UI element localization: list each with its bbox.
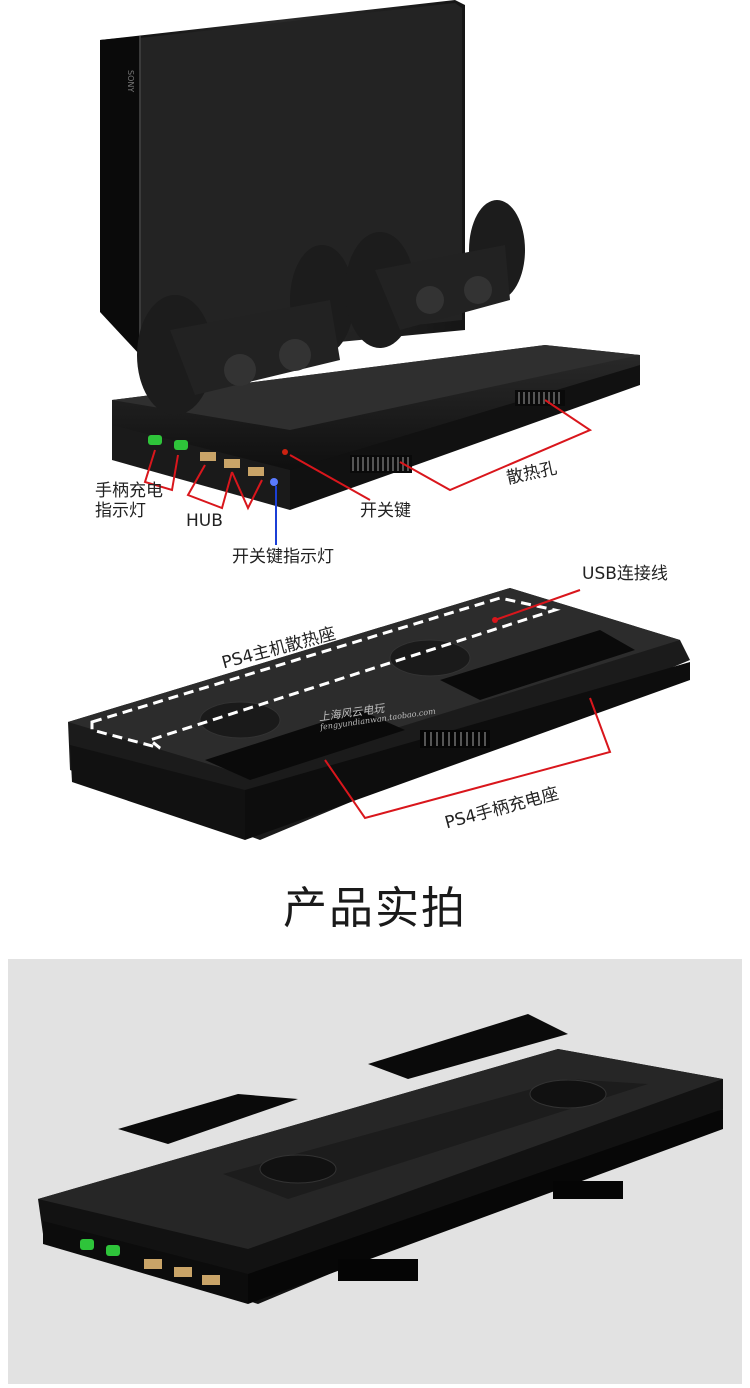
label-hub: HUB <box>186 511 223 531</box>
power-led <box>270 478 278 486</box>
usb-cable-marker <box>492 617 498 623</box>
label-controller-light: 手柄充电 指示灯 <box>95 481 163 521</box>
callout-lines-stand <box>324 589 612 820</box>
label-power-key: 开关键 <box>360 501 411 521</box>
stand-body <box>68 588 690 840</box>
controller-right <box>345 200 525 348</box>
console-brand-text: SONY <box>126 70 135 92</box>
label-controller-light-line2: 指示灯 <box>95 500 146 521</box>
cooling-stand-base <box>112 345 640 510</box>
usb-port-3 <box>248 467 264 476</box>
usb-port-2 <box>224 459 240 468</box>
product-photo-console-with-stand: SONY <box>100 0 640 545</box>
callout-lines <box>143 399 593 511</box>
power-button <box>282 449 288 455</box>
product-photo-real-shot <box>8 959 742 1384</box>
controller-led-1 <box>148 435 162 445</box>
real-shot-stand <box>38 1014 723 1304</box>
section-title: 产品实拍 <box>283 883 467 934</box>
label-power-key-light: 开关键指示灯 <box>232 547 334 567</box>
label-usb-cable: USB连接线 <box>582 564 668 584</box>
vent-grille-side <box>515 390 565 406</box>
controller-left <box>137 245 354 415</box>
vent-grille-front <box>350 455 412 473</box>
product-photo-stand-empty <box>68 588 690 840</box>
vent-grille-stand <box>424 732 486 746</box>
label-controller-light-line1: 手柄充电 <box>95 481 163 501</box>
controller-led-2 <box>174 440 188 450</box>
usb-port-1 <box>200 452 216 461</box>
